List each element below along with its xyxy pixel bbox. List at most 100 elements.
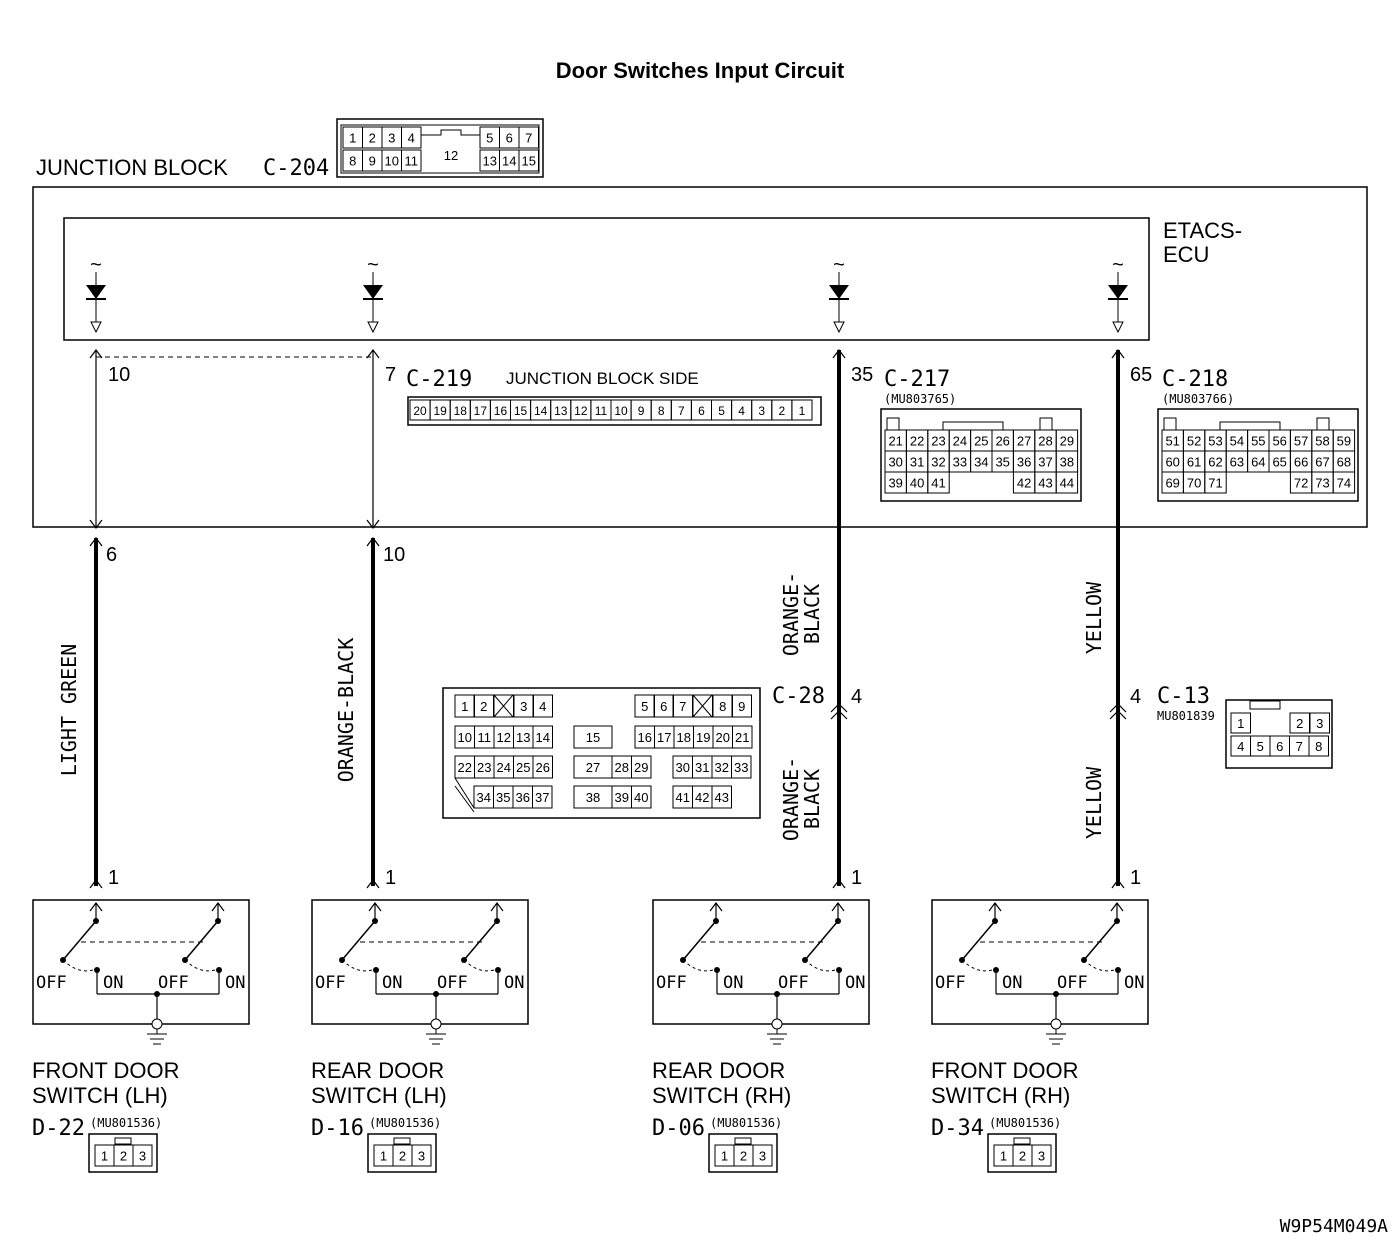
c217-pin: 36 bbox=[1017, 455, 1031, 470]
c217-pin: 25 bbox=[974, 434, 988, 449]
c217-pin: 26 bbox=[995, 434, 1009, 449]
harness-pin-number: 10 bbox=[383, 544, 405, 566]
c217-pin: 40 bbox=[910, 476, 924, 491]
c204-pin: 7 bbox=[525, 131, 532, 146]
switch-on-label: ON bbox=[723, 973, 743, 993]
switch-off-label: OFF bbox=[935, 973, 966, 993]
c218-pin: 52 bbox=[1187, 434, 1201, 449]
c218-pin: 63 bbox=[1230, 455, 1244, 470]
wire-color-label: BLACK bbox=[800, 584, 824, 644]
c28-pin: 29 bbox=[634, 760, 648, 775]
c28-pin: 7 bbox=[679, 699, 686, 714]
c13-pin: 4 bbox=[1237, 739, 1244, 754]
c28-pin: 33 bbox=[734, 760, 748, 775]
c28-pin: 4 bbox=[539, 699, 546, 714]
c204-pin: 15 bbox=[522, 154, 536, 169]
c219-pin: 14 bbox=[534, 404, 548, 418]
c217-pin: 43 bbox=[1038, 476, 1052, 491]
switch-connector-part: (MU801536) bbox=[989, 1116, 1061, 1130]
switch-name-line1: REAR DOOR bbox=[652, 1058, 785, 1083]
c217-pin: 44 bbox=[1060, 476, 1074, 491]
c28-pin: 5 bbox=[641, 699, 648, 714]
switch-connector-face bbox=[367, 1133, 437, 1173]
c217-pin: 28 bbox=[1038, 434, 1052, 449]
switch-off-label: OFF bbox=[778, 973, 809, 993]
c218-pin: 59 bbox=[1337, 434, 1351, 449]
c218-pin: 65 bbox=[1272, 455, 1286, 470]
c28-pin: 23 bbox=[477, 760, 491, 775]
c204-pin: 2 bbox=[369, 131, 376, 146]
c28-pin: 36 bbox=[516, 790, 530, 805]
c28-pin: 38 bbox=[586, 790, 600, 805]
switch-pin-number: 1 bbox=[851, 867, 862, 889]
junction-block-label: JUNCTION BLOCK bbox=[36, 155, 228, 180]
c217-pin: 34 bbox=[974, 455, 988, 470]
switch-connector-face bbox=[987, 1133, 1057, 1173]
c28-pin: 1 bbox=[461, 699, 468, 714]
door-switch-box bbox=[311, 899, 529, 1025]
inline-pin-number: 4 bbox=[851, 686, 862, 708]
c28-pin: 40 bbox=[634, 790, 648, 805]
wave-icon: ~ bbox=[90, 254, 102, 276]
c219-pin: 2 bbox=[779, 404, 786, 418]
c218-id: C-218 bbox=[1162, 367, 1228, 392]
c28-pin: 22 bbox=[458, 760, 472, 775]
switch-connector-part: (MU801536) bbox=[369, 1116, 441, 1130]
c219-pin: 3 bbox=[758, 404, 765, 418]
ground-icon bbox=[1050, 1018, 1062, 1030]
c217-pin: 23 bbox=[931, 434, 945, 449]
c13-pin: 2 bbox=[1296, 716, 1303, 731]
c28-pin: 3 bbox=[520, 699, 527, 714]
c219-pin: 12 bbox=[574, 404, 588, 418]
c218-pin: 55 bbox=[1251, 434, 1265, 449]
switch-pin-number: 1 bbox=[108, 867, 119, 889]
c218-pin: 62 bbox=[1208, 455, 1222, 470]
c219-pin: 10 bbox=[614, 404, 628, 418]
c28-pin: 11 bbox=[478, 730, 492, 745]
c218-pin: 73 bbox=[1315, 476, 1329, 491]
c28-pin: 2 bbox=[480, 699, 487, 714]
c217-pin: 38 bbox=[1060, 455, 1074, 470]
c217-part: (MU803765) bbox=[884, 392, 956, 406]
ground-arrow-icon bbox=[1112, 321, 1124, 334]
c28-pin: 9 bbox=[738, 699, 745, 714]
c204-pin: 12 bbox=[444, 148, 458, 163]
c219-pin: 8 bbox=[658, 404, 665, 418]
switch-on-label: ON bbox=[845, 973, 865, 993]
switch-connector-id: D-22 bbox=[32, 1116, 85, 1141]
switch-off-label: OFF bbox=[1057, 973, 1088, 993]
c217-pin: 39 bbox=[888, 476, 902, 491]
c219-pin: 5 bbox=[718, 404, 725, 418]
c217-pin: 35 bbox=[995, 455, 1009, 470]
c204-pin: 4 bbox=[408, 131, 415, 146]
wire-color-label: ORANGE- bbox=[779, 572, 803, 656]
c219-pin: 19 bbox=[433, 404, 447, 418]
door-switch-box bbox=[32, 899, 250, 1025]
c204-pin: 6 bbox=[506, 131, 513, 146]
switch-connector-id: D-06 bbox=[652, 1116, 705, 1141]
ground-icon bbox=[151, 1018, 163, 1030]
c28-id: C-28 bbox=[772, 684, 825, 709]
switch-on-label: ON bbox=[225, 973, 245, 993]
c219-pin: 16 bbox=[494, 404, 508, 418]
c219-id: C-219 bbox=[406, 367, 472, 392]
diode-icon bbox=[829, 285, 849, 299]
switch-connector-part: (MU801536) bbox=[90, 1116, 162, 1130]
c217-pin: 30 bbox=[888, 455, 902, 470]
c218-pin: 60 bbox=[1165, 455, 1179, 470]
c218-pin: 69 bbox=[1165, 476, 1179, 491]
c28-pin: 27 bbox=[586, 760, 600, 775]
wire-color-label-2: ORANGE- bbox=[779, 757, 803, 841]
c219-pin: 15 bbox=[514, 404, 528, 418]
switch-name-line1: FRONT DOOR bbox=[32, 1058, 179, 1083]
c219-pin: 6 bbox=[698, 404, 705, 418]
c219-pin: 9 bbox=[638, 404, 645, 418]
switch-name-line1: FRONT DOOR bbox=[931, 1058, 1078, 1083]
